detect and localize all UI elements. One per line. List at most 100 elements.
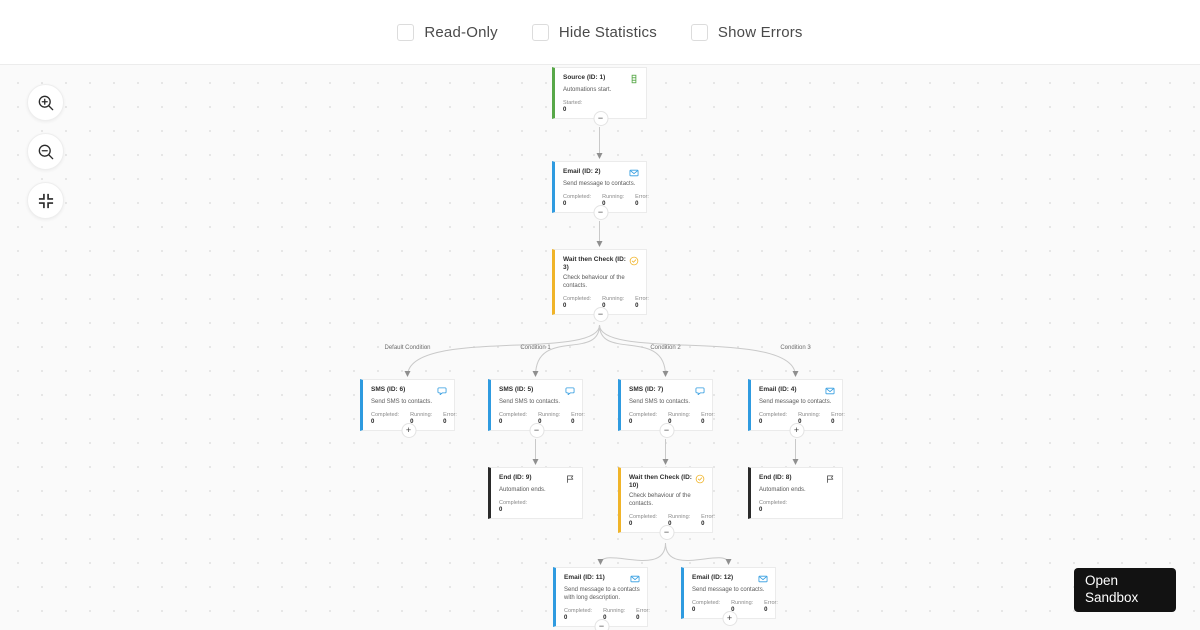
flow-node-1[interactable]: Source (ID: 1) Automations start. Starte… — [552, 67, 647, 127]
stat-label: Error: — [701, 514, 715, 521]
stat-value: 0 — [668, 521, 672, 528]
expand-children-button[interactable]: + — [401, 423, 416, 439]
read-only-checkbox[interactable] — [397, 23, 415, 41]
collapse-children-button[interactable]: − — [529, 423, 544, 439]
stat-value: 0 — [371, 419, 375, 426]
flow-node-3[interactable]: Wait then Check (ID: 3) Check behaviour … — [552, 249, 649, 323]
node-header: Source (ID: 1) — [563, 74, 639, 84]
node-description: Check behaviour of the contacts. — [629, 493, 691, 508]
flow-edge-3-6 — [404, 324, 600, 377]
show-errors-checkbox[interactable] — [690, 23, 708, 41]
stat-value: 0 — [563, 303, 567, 310]
node-stat: Error:0 — [831, 412, 845, 425]
flow-node-4[interactable]: Email (ID: 4) Send message to contacts. … — [748, 379, 845, 439]
zoom-out-button[interactable] — [27, 133, 64, 170]
stat-value: 0 — [499, 419, 503, 426]
flow-node-2[interactable]: Email (ID: 2) Send message to contacts. … — [552, 161, 649, 221]
node-header: SMS (ID: 5) — [499, 386, 575, 396]
flow-node-11[interactable]: Email (ID: 11) Send message to a contact… — [553, 567, 650, 630]
expand-children-button[interactable]: + — [789, 423, 804, 439]
collapse-children-button[interactable]: − — [593, 205, 608, 221]
flow-node-8[interactable]: End (ID: 8) Automation ends. Completed:0 — [748, 467, 843, 520]
canvas-controls — [27, 84, 64, 219]
stat-value: 0 — [701, 521, 705, 528]
flow-canvas[interactable]: Source (ID: 1) Automations start. Starte… — [0, 64, 1200, 630]
collapse-children-button[interactable]: − — [659, 525, 674, 541]
node-stat: Error:0 — [764, 600, 778, 613]
stat-value: 0 — [563, 107, 567, 114]
stat-label: Error: — [635, 194, 649, 201]
node-stat: Completed:0 — [563, 194, 591, 207]
stat-label: Error: — [636, 608, 650, 615]
stat-label: Error: — [571, 412, 585, 419]
stat-value: 0 — [668, 419, 672, 426]
hide-statistics-option[interactable]: Hide Statistics — [531, 23, 657, 41]
stat-value: 0 — [731, 607, 735, 614]
node-stat: Running:0 — [410, 412, 432, 425]
collapse-children-button[interactable]: − — [593, 111, 608, 127]
node-title: Email (ID: 2) — [563, 168, 601, 175]
edge-label: Condition 1 — [520, 345, 551, 351]
stat-value: 0 — [759, 507, 763, 514]
stat-label: Error: — [701, 412, 715, 419]
stat-value: 0 — [831, 419, 835, 426]
stat-label: Completed: — [692, 600, 721, 607]
node-stat: Completed:0 — [564, 608, 592, 621]
node-stat: Error:0 — [635, 296, 649, 309]
node-header: End (ID: 8) — [759, 474, 835, 484]
read-only-option[interactable]: Read-Only — [397, 23, 498, 41]
source-icon — [629, 74, 639, 84]
show-errors-option[interactable]: Show Errors — [690, 23, 803, 41]
expand-children-button[interactable]: + — [722, 611, 737, 627]
fit-view-button[interactable] — [27, 182, 64, 219]
edge-label: Condition 2 — [650, 345, 681, 351]
node-stat: Completed:0 — [371, 412, 399, 425]
email-icon — [629, 168, 639, 178]
email-icon — [825, 386, 835, 396]
stat-label: Running: — [603, 608, 626, 615]
sms-icon — [565, 386, 575, 396]
node-stat: Completed:0 — [563, 296, 591, 309]
stat-value: 0 — [692, 607, 696, 614]
open-sandbox-button[interactable]: Open Sandbox — [1074, 568, 1176, 612]
node-header: Email (ID: 2) — [563, 168, 639, 178]
edge-label: Default Condition — [384, 345, 431, 351]
stat-value: 0 — [636, 615, 640, 622]
flow-node-5[interactable]: SMS (ID: 5) Send SMS to contacts. Comple… — [488, 379, 585, 439]
node-stat: Running:0 — [538, 412, 560, 425]
stat-label: Running: — [731, 600, 754, 607]
flow-node-12[interactable]: Email (ID: 12) Send message to contacts.… — [681, 567, 778, 627]
read-only-label: Read-Only — [424, 23, 498, 41]
node-description: Send message to contacts. — [692, 587, 765, 593]
hide-statistics-checkbox[interactable] — [531, 23, 549, 41]
node-stat: Running:0 — [668, 412, 690, 425]
node-title: SMS (ID: 7) — [629, 386, 664, 393]
stat-value: 0 — [629, 521, 633, 528]
flow-edge-10-11 — [597, 542, 666, 565]
collapse-children-button[interactable]: − — [659, 423, 674, 439]
end-flag-icon — [565, 474, 575, 484]
top-toolbar: Read-Only Hide Statistics Show Errors — [0, 0, 1200, 64]
stat-label: Completed: — [759, 500, 788, 507]
node-stat: Running:0 — [731, 600, 753, 613]
flow-node-9[interactable]: End (ID: 9) Automation ends. Completed:0 — [488, 467, 583, 520]
stat-value: 0 — [759, 419, 763, 426]
flow-node-6[interactable]: SMS (ID: 6) Send SMS to contacts. Comple… — [360, 379, 457, 439]
stat-label: Completed: — [759, 412, 788, 419]
collapse-children-button[interactable]: − — [593, 307, 608, 323]
flow-node-10[interactable]: Wait then Check (ID: 10) Check behaviour… — [618, 467, 715, 541]
node-stat: Error:0 — [571, 412, 585, 425]
node-header: End (ID: 9) — [499, 474, 575, 484]
collapse-children-button[interactable]: − — [594, 619, 609, 630]
stat-value: 0 — [410, 419, 414, 426]
zoom-in-button[interactable] — [27, 84, 64, 121]
node-header: SMS (ID: 6) — [371, 386, 447, 396]
stat-label: Running: — [410, 412, 433, 419]
show-errors-label: Show Errors — [717, 23, 803, 41]
node-stat: Running:0 — [798, 412, 820, 425]
flow-node-7[interactable]: SMS (ID: 7) Send SMS to contacts. Comple… — [618, 379, 715, 439]
node-description: Send message to contacts. — [563, 181, 636, 187]
